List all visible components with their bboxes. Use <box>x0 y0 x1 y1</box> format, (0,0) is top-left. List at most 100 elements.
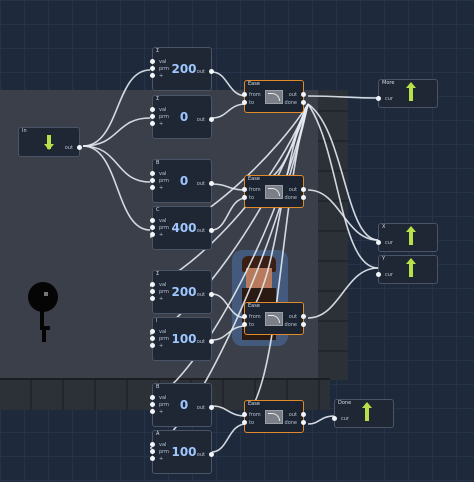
number-value[interactable]: 100 <box>171 445 197 459</box>
ease-node[interactable]: Ease from to out done <box>242 400 306 433</box>
output-port[interactable] <box>301 420 306 425</box>
input-port[interactable] <box>242 100 247 105</box>
input-port[interactable] <box>332 416 337 421</box>
input-port[interactable] <box>150 336 155 341</box>
wire <box>82 145 151 231</box>
number-node[interactable]: Σ val prm + 200 out <box>150 47 214 91</box>
output-port[interactable] <box>209 181 214 186</box>
number-node[interactable]: C val prm + 400 out <box>150 206 214 250</box>
wire <box>211 183 247 191</box>
output-port[interactable] <box>301 100 306 105</box>
input-port[interactable] <box>242 195 247 200</box>
arrow-icon <box>406 226 416 245</box>
wire <box>245 103 309 417</box>
output-port[interactable] <box>301 187 306 192</box>
input-port[interactable] <box>150 442 155 447</box>
ease-curve-icon <box>265 312 283 326</box>
input-port[interactable] <box>150 114 155 119</box>
input-port[interactable] <box>150 456 155 461</box>
input-port[interactable] <box>150 296 155 301</box>
input-port[interactable] <box>150 449 155 454</box>
output-port[interactable] <box>209 69 214 74</box>
input-port[interactable] <box>150 232 155 237</box>
output-port[interactable] <box>301 412 306 417</box>
input-port[interactable] <box>150 59 155 64</box>
node-title: In <box>22 128 27 134</box>
x-output-node[interactable]: X cur <box>376 223 438 252</box>
input-port[interactable] <box>150 395 155 400</box>
wire <box>211 325 247 341</box>
ease-node[interactable]: Ease from to out done <box>242 175 306 208</box>
output-port[interactable] <box>301 92 306 97</box>
input-port[interactable] <box>150 121 155 126</box>
ease-curve-icon <box>265 90 283 104</box>
input-port[interactable] <box>150 66 155 71</box>
wire <box>245 103 309 319</box>
input-port[interactable] <box>242 314 247 319</box>
number-node[interactable]: B val prm + 0 out <box>150 159 214 203</box>
input-port[interactable] <box>150 178 155 183</box>
wire <box>307 103 379 269</box>
ease-curve-icon <box>265 410 283 424</box>
wire <box>307 95 379 99</box>
wire <box>82 145 151 183</box>
number-value[interactable]: 0 <box>179 174 189 188</box>
number-node[interactable]: B val prm + 0 out <box>150 383 214 427</box>
y-output-node[interactable]: Y cur <box>376 255 438 284</box>
ease-node[interactable]: Ease from to out done <box>242 80 306 113</box>
input-port[interactable] <box>150 185 155 190</box>
wire <box>211 405 247 417</box>
input-port[interactable] <box>150 289 155 294</box>
number-node[interactable]: I val prm + 100 out <box>150 317 214 361</box>
wire <box>211 103 247 119</box>
input-port[interactable] <box>150 402 155 407</box>
output-port[interactable] <box>209 339 214 344</box>
input-port[interactable] <box>150 343 155 348</box>
more-output-node[interactable]: More cur <box>376 79 438 108</box>
input-port[interactable] <box>242 92 247 97</box>
number-value[interactable]: 200 <box>171 285 197 299</box>
number-value[interactable]: 100 <box>171 332 197 346</box>
number-value[interactable]: 200 <box>171 62 197 76</box>
output-port[interactable] <box>301 322 306 327</box>
input-port[interactable] <box>150 218 155 223</box>
input-port[interactable] <box>242 187 247 192</box>
output-port[interactable] <box>209 117 214 122</box>
output-port[interactable] <box>209 405 214 410</box>
number-value[interactable]: 0 <box>179 398 189 412</box>
input-port[interactable] <box>150 409 155 414</box>
output-port[interactable] <box>209 228 214 233</box>
output-port[interactable] <box>301 314 306 319</box>
input-port[interactable] <box>376 240 381 245</box>
wire <box>211 197 247 231</box>
input-port[interactable] <box>150 73 155 78</box>
output-port[interactable] <box>301 195 306 200</box>
output-port[interactable] <box>209 452 214 457</box>
wire <box>211 293 247 319</box>
input-port[interactable] <box>150 282 155 287</box>
number-node[interactable]: A val prm + 100 out <box>150 430 214 474</box>
number-value[interactable]: 0 <box>179 110 189 124</box>
input-port[interactable] <box>242 420 247 425</box>
input-port[interactable] <box>376 272 381 277</box>
output-port[interactable] <box>77 145 82 150</box>
input-port[interactable] <box>242 412 247 417</box>
ease-node[interactable]: Ease from to out done <box>242 302 306 335</box>
in-node[interactable]: In out <box>18 127 82 157</box>
input-port[interactable] <box>376 96 381 101</box>
wire <box>82 69 151 147</box>
number-node[interactable]: Σ val prm + 0 out <box>150 95 214 139</box>
output-port[interactable] <box>209 292 214 297</box>
input-port[interactable] <box>150 107 155 112</box>
input-port[interactable] <box>150 171 155 176</box>
number-value[interactable]: 400 <box>171 221 197 235</box>
number-node[interactable]: Σ val prm + 200 out <box>150 270 214 314</box>
input-port[interactable] <box>150 329 155 334</box>
ease-curve-icon <box>265 185 283 199</box>
character-silhouette <box>28 282 58 346</box>
arrow-icon <box>44 135 54 150</box>
input-port[interactable] <box>150 225 155 230</box>
input-port[interactable] <box>242 322 247 327</box>
done-output-node[interactable]: Done cur <box>332 399 394 428</box>
